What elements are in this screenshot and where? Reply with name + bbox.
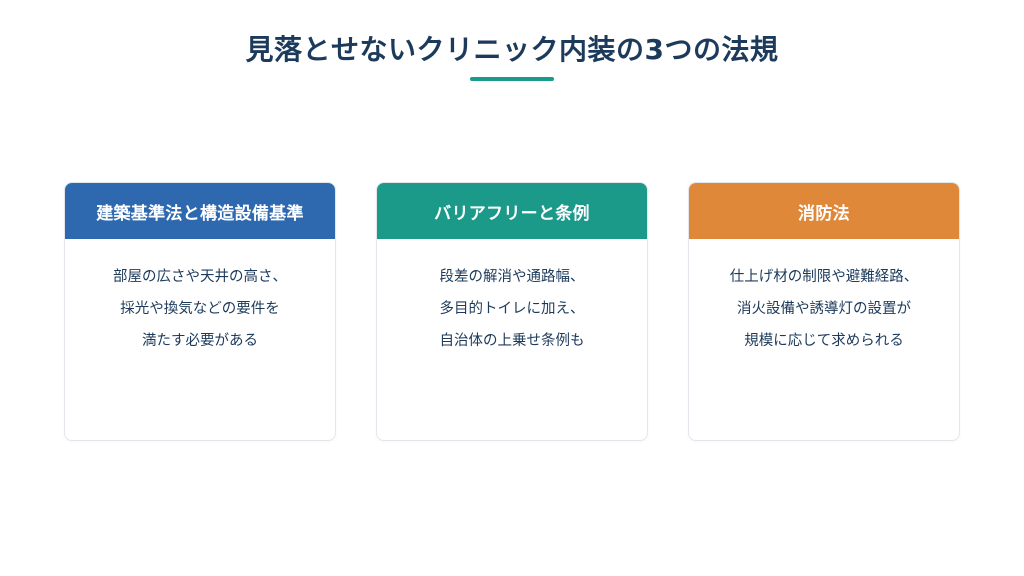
card-body: 段差の解消や通路幅、 多目的トイレに加え、 自治体の上乗せ条例も	[377, 239, 647, 357]
card-line: 消火設備や誘導灯の設置が	[737, 301, 911, 317]
card-body: 仕上げ材の制限や避難経路、 消火設備や誘導灯の設置が 規模に応じて求められる	[689, 239, 959, 357]
card-body: 部屋の広さや天井の高さ、 採光や換気などの要件を 満たす必要がある	[65, 239, 335, 357]
card-line: 自治体の上乗せ条例も	[439, 333, 585, 349]
card-line: 規模に応じて求められる	[744, 333, 904, 349]
card-line: 段差の解消や通路幅、	[439, 269, 585, 285]
card-line: 仕上げ材の制限や避難経路、	[729, 269, 919, 285]
card-header: バリアフリーと条例	[377, 183, 647, 239]
card-line: 多目的トイレに加え、	[439, 301, 585, 317]
card-building-standards: 建築基準法と構造設備基準 部屋の広さや天井の高さ、 採光や換気などの要件を 満た…	[64, 182, 336, 441]
page-title: 見落とせないクリニック内装の3つの法規	[245, 33, 779, 66]
card-barrier-free: バリアフリーと条例 段差の解消や通路幅、 多目的トイレに加え、 自治体の上乗せ条…	[376, 182, 648, 441]
card-header: 建築基準法と構造設備基準	[65, 183, 335, 239]
cards-container: 建築基準法と構造設備基準 部屋の広さや天井の高さ、 採光や換気などの要件を 満た…	[64, 182, 960, 441]
card-fire-law: 消防法 仕上げ材の制限や避難経路、 消火設備や誘導灯の設置が 規模に応じて求めら…	[688, 182, 960, 441]
card-line: 満たす必要がある	[142, 333, 258, 349]
card-line: 採光や換気などの要件を	[120, 301, 280, 317]
card-header: 消防法	[689, 183, 959, 239]
card-line: 部屋の広さや天井の高さ、	[113, 269, 287, 285]
title-underline	[470, 77, 554, 81]
